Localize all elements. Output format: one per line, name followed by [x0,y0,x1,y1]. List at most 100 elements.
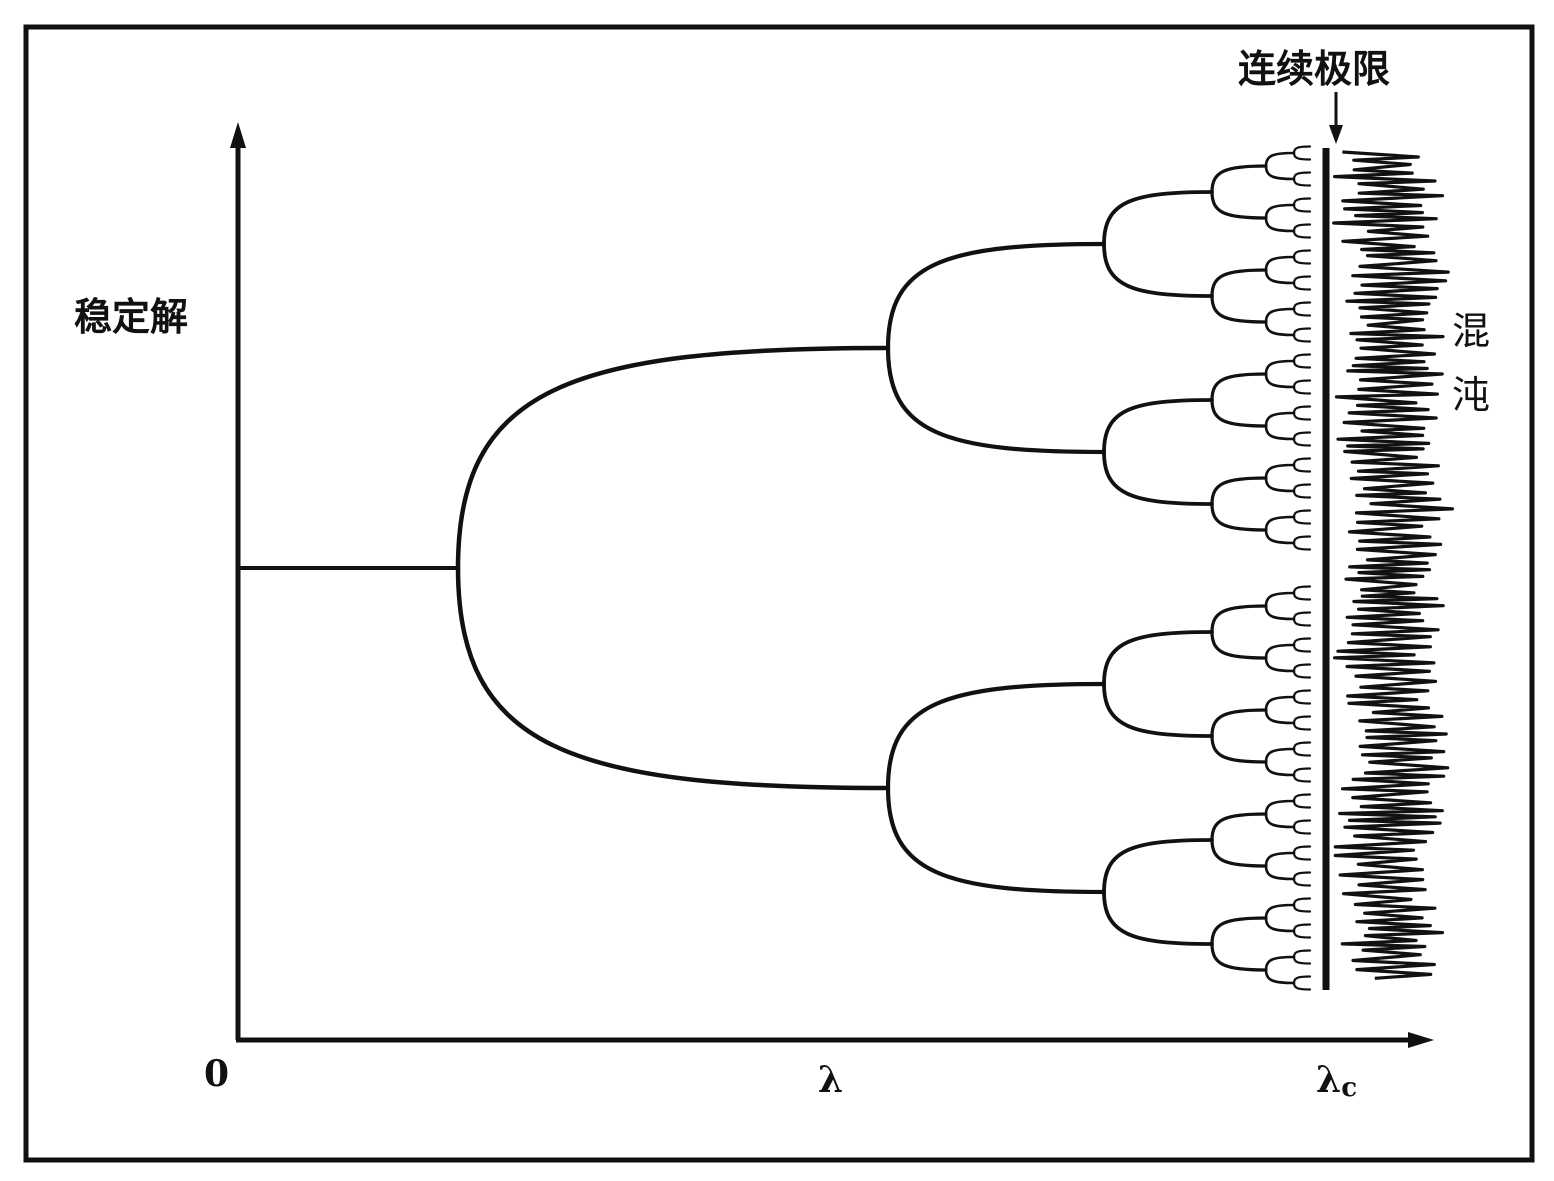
y-axis-arrowhead [230,122,246,148]
bifurcation-branch [1292,483,1312,493]
bifurcation-branch [1264,528,1296,545]
bifurcation-branch [1292,411,1312,421]
bifurcation-branch [1292,949,1312,959]
bifurcation-branch [1264,812,1296,829]
bifurcation-branch [1210,812,1268,842]
bifurcation-branch [1292,741,1312,751]
continuous-limit-label: 连续极限 [1238,47,1390,91]
bifurcation-branch [1264,864,1296,881]
bifurcation-branch [1292,431,1312,441]
bifurcation-branch [1264,320,1296,337]
bifurcation-branch [1292,515,1312,525]
bifurcation-branch [1292,281,1312,291]
bifurcation-branch [1292,975,1312,985]
bifurcation-branch [1292,301,1312,311]
bifurcation-branch [1264,164,1296,181]
bifurcation-branch [1264,268,1296,285]
bifurcation-branch [1292,955,1312,965]
bifurcation-branch [1264,307,1296,324]
bifurcation-branch [1264,851,1296,868]
axes [230,122,1434,1048]
bifurcation-branch [1264,255,1296,272]
bifurcation-branch [1210,734,1268,764]
bifurcation-branch [1292,715,1312,725]
bifurcation-branch [1292,747,1312,757]
bifurcation-branch [1102,682,1214,738]
continuous-limit-arrowhead [1329,125,1343,144]
bifurcation-branch [1292,845,1312,855]
bifurcation-branch [1264,760,1296,777]
bifurcation-branch [455,565,891,791]
bifurcation-branch [1292,591,1312,601]
y-axis-label: 稳定解 [74,295,188,339]
bifurcation-branch [1292,767,1312,777]
bifurcation-branch [1264,476,1296,493]
bifurcation-branch [1292,255,1312,265]
bifurcation-branch [1210,398,1268,428]
bifurcation-branch [1210,294,1268,324]
bifurcation-branch [1264,799,1296,816]
bifurcation-branch [1102,838,1214,894]
bifurcation-branch [1264,411,1296,428]
bifurcation-branch [1210,630,1268,660]
bifurcation-branch [1292,385,1312,395]
bifurcation-branch [1292,793,1312,803]
bifurcation-branch [1210,164,1268,194]
bifurcation-branch [1264,591,1296,608]
bifurcation-branch [1292,171,1312,181]
bifurcation-branch [1292,333,1312,343]
bifurcation-branch [1292,819,1312,829]
bifurcation-branch [1292,877,1312,887]
bifurcation-branch [1102,890,1214,946]
bifurcation-branch [1102,242,1214,298]
bifurcation-branch [1292,643,1312,653]
bifurcation-branch [1292,203,1312,213]
bifurcation-branch [1292,689,1312,699]
bifurcation-branch [1292,721,1312,731]
bifurcation-branch [1292,463,1312,473]
bifurcation-branch [1292,663,1312,673]
bifurcation-branch [885,241,1107,351]
chaos-label-top: 混 [1452,309,1490,353]
bifurcation-branch [1292,773,1312,783]
bifurcation-branch [1292,695,1312,705]
bifurcation-branch [1292,307,1312,317]
bifurcation-branch [1292,897,1312,907]
bifurcation-branch [1264,515,1296,532]
bifurcation-branch [1292,379,1312,389]
bifurcation-branch [1292,145,1312,155]
bifurcation-branch [1292,223,1312,233]
bifurcation-branch [1292,151,1312,161]
bifurcation-branch [1264,424,1296,441]
bifurcation-branch [885,345,1107,455]
bifurcation-branch [1264,151,1296,168]
bifurcation-branch [1292,799,1312,809]
bifurcation-branch [1264,955,1296,972]
bifurcation-branch [1210,476,1268,506]
bifurcation-branch [1264,372,1296,389]
bifurcation-branch [885,681,1107,791]
bifurcation-branch [1264,968,1296,985]
bifurcation-branch [1292,825,1312,835]
bifurcation-branch [1210,838,1268,868]
bifurcation-branch [1292,197,1312,207]
bifurcation-branch [1292,669,1312,679]
bifurcation-branch [1264,747,1296,764]
bifurcation-branch [1292,929,1312,939]
bifurcation-branch [1292,405,1312,415]
bifurcation-branch [1292,851,1312,861]
continuous-limit-marker [1322,92,1343,990]
bifurcation-branch [1102,398,1214,454]
bifurcation-branch [1210,708,1268,738]
bifurcation-branch [1264,656,1296,673]
bifurcation-branch [455,345,891,571]
bifurcation-branch [1264,708,1296,725]
bifurcation-branch [1210,942,1268,972]
bifurcation-branch [1292,359,1312,369]
bifurcation-branch [1264,903,1296,920]
bifurcation-branch [1264,604,1296,621]
bifurcation-branch [1292,637,1312,647]
bifurcation-branch [1264,203,1296,220]
chaos-label-bottom: 沌 [1452,373,1490,417]
